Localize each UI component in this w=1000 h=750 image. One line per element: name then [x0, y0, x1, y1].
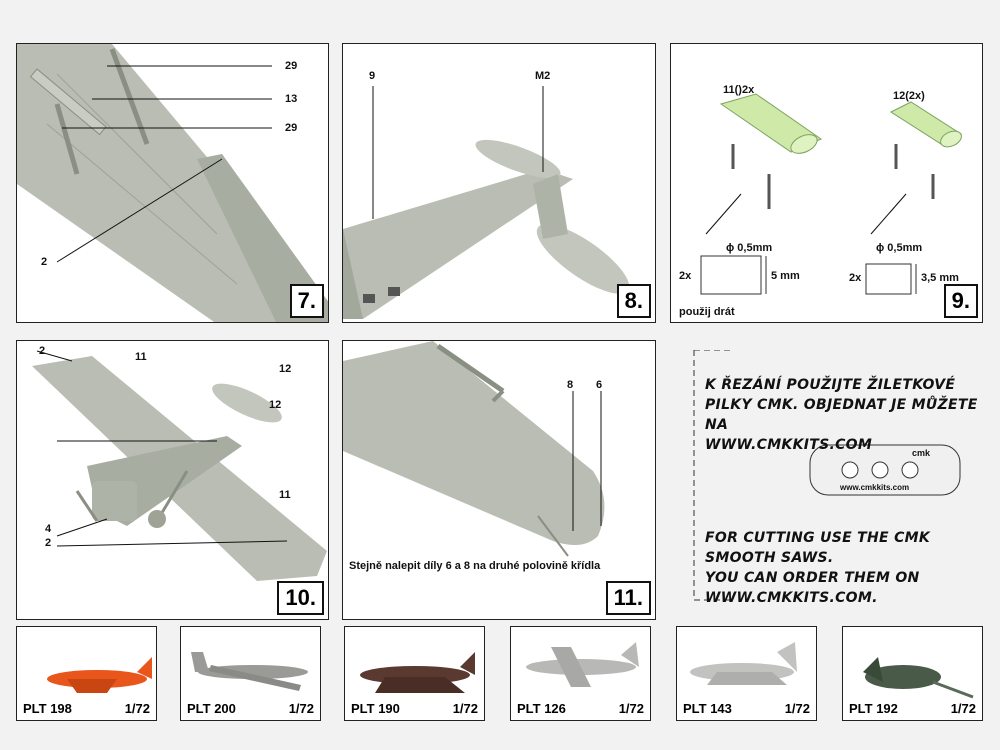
saw-url-text: www.cmkkits.com: [840, 483, 910, 492]
callout-2a: 2: [39, 345, 46, 357]
thumbnail-plt-198[interactable]: PLT 198 1/72: [16, 626, 157, 721]
thumbnail-scale: 1/72: [784, 701, 810, 716]
thumbnail-scale: 1/72: [288, 701, 314, 716]
saw-info-area: K ŘEZÁNÍ POUŽIJTE ŽILETKOVÉ PILKY CMK. O…: [690, 350, 990, 610]
qty-right: 2x: [849, 272, 862, 284]
thumbnail-scale: 1/72: [618, 701, 644, 716]
step-number-11: 11.: [605, 581, 651, 615]
wing-drawing-7: [17, 44, 328, 322]
diameter-left: ϕ 0,5mm: [726, 242, 773, 254]
fuselage-drawing-8: [343, 86, 630, 319]
thumbnail-scale: 1/72: [452, 701, 478, 716]
wire-note: použij drát: [679, 306, 735, 318]
callout-9: 9: [369, 70, 376, 82]
step-10-panel: 2 11 12 12 11 4 2 10.: [16, 340, 329, 620]
qty-left: 2x: [679, 270, 692, 282]
callout-11a: 11: [135, 351, 147, 363]
thumbnail-plt-192[interactable]: PLT 192 1/72: [842, 626, 983, 721]
callout-11b: 11: [279, 489, 291, 501]
callout-8: 8: [567, 379, 574, 391]
step-number-9: 9.: [943, 284, 978, 318]
thumbnail-code: PLT 200: [187, 701, 236, 716]
step-number-7: 7.: [289, 284, 324, 318]
thumbnail-code: PLT 190: [351, 701, 400, 716]
wing-drawing-11: [343, 341, 605, 557]
callout-29b: 29: [285, 122, 298, 134]
step-11-note: Stejně nalepit díly 6 a 8 na druhé polov…: [349, 560, 601, 572]
callout-2: 2: [41, 256, 48, 268]
aircraft-thumbnail-190: [360, 652, 475, 693]
thumbnail-code: PLT 192: [849, 701, 898, 716]
callout-m2: M2: [535, 70, 551, 82]
aircraft-thumbnail-200: [191, 652, 308, 691]
aircraft-thumbnail-126: [526, 642, 639, 687]
thumbnail-scale: 1/72: [950, 701, 976, 716]
thumbnail-plt-143[interactable]: PLT 143 1/72: [676, 626, 817, 721]
length-left: 5 mm: [771, 270, 800, 282]
saw-illustration: [693, 350, 961, 601]
thumbnail-plt-190[interactable]: PLT 190 1/72: [344, 626, 485, 721]
callout-13: 13: [285, 93, 298, 105]
part-12-label: 12(2x): [893, 90, 925, 102]
step-number-10: 10.: [277, 581, 324, 615]
parts-drawing-9: [700, 93, 963, 295]
callout-12a: 12: [279, 363, 292, 375]
aircraft-drawing-10: [32, 350, 327, 581]
callout-12b: 12: [269, 399, 282, 411]
thumbnail-plt-126[interactable]: PLT 126 1/72: [510, 626, 651, 721]
aircraft-thumbnail-192: [863, 657, 974, 699]
callout-2b: 2: [45, 537, 52, 549]
thumbnail-scale: 1/72: [124, 701, 150, 716]
part-11-label: 11()2x: [723, 84, 755, 96]
callout-29a: 29: [285, 60, 298, 72]
aircraft-thumbnail-143: [690, 642, 797, 685]
length-right: 3,5 mm: [921, 272, 959, 284]
step-7-panel: 29 13 29 2 7.: [16, 43, 329, 323]
step-11-panel: 8 6 Stejně nalepit díly 6 a 8 na druhé p…: [342, 340, 656, 620]
saw-logo-text: cmk: [912, 448, 931, 458]
aircraft-thumbnail-198: [47, 657, 152, 693]
thumbnail-plt-200[interactable]: PLT 200 1/72: [180, 626, 321, 721]
step-number-8: 8.: [616, 284, 651, 318]
english-saw-text: FOR CUTTING USE THE CMK SMOOTH SAWS. YOU…: [705, 530, 931, 606]
thumbnail-code: PLT 198: [23, 701, 72, 716]
czech-saw-text: K ŘEZÁNÍ POUŽIJTE ŽILETKOVÉ PILKY CMK. O…: [705, 377, 978, 453]
callout-6: 6: [596, 379, 603, 391]
callout-4: 4: [45, 523, 52, 535]
step-9-panel: 11()2x 12(2x) ϕ 0,5mm ϕ 0,5mm 2x 2x 5 mm…: [670, 43, 983, 323]
diameter-right: ϕ 0,5mm: [876, 242, 923, 254]
step-8-panel: 9 M2 8.: [342, 43, 656, 323]
thumbnail-code: PLT 126: [517, 701, 566, 716]
thumbnail-code: PLT 143: [683, 701, 732, 716]
